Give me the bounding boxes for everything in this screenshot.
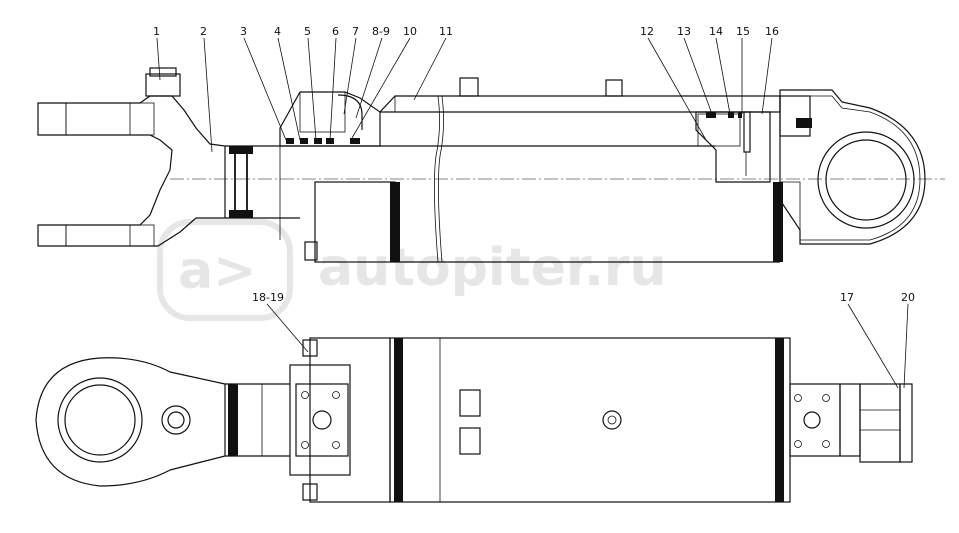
callout-10: 10	[403, 25, 417, 38]
callout-2: 2	[200, 25, 207, 38]
callout-16: 16	[765, 25, 779, 38]
barrel-exterior	[389, 337, 791, 503]
fork-upper-hatch-2	[129, 102, 155, 136]
fork-lower-hatch-2	[129, 224, 155, 247]
piston	[695, 111, 771, 183]
callout-7: 7	[352, 25, 359, 38]
rod-eye	[35, 357, 226, 487]
gland-head	[279, 91, 396, 263]
barrel-wall-hatch	[394, 95, 781, 113]
top-section-view	[37, 67, 945, 263]
callout-5: 5	[304, 25, 311, 38]
watermark-logo-frame	[157, 219, 293, 321]
watermark: a> autopiter.ru	[157, 219, 667, 321]
callout-12: 12	[640, 25, 654, 38]
callout-20: 20	[901, 291, 915, 304]
callout-labels: 1 2 3 4 5 6 7 8-9 10 11 12 13 14 15 16 1…	[153, 25, 915, 304]
callout-15: 15	[736, 25, 750, 38]
bottom-exterior-view	[35, 337, 913, 503]
watermark-text: autopiter.ru	[318, 238, 667, 298]
callout-4: 4	[274, 25, 281, 38]
callout-18-19: 18-19	[252, 291, 284, 304]
watermark-logo: a>	[178, 241, 257, 301]
piston-rod	[225, 145, 715, 219]
callout-1: 1	[153, 25, 160, 38]
callout-11: 11	[439, 25, 453, 38]
callout-6: 6	[332, 25, 339, 38]
fork-upper-hatch	[37, 102, 67, 136]
fork-lower-hatch	[37, 224, 67, 247]
callout-3: 3	[240, 25, 247, 38]
rear-eye	[779, 89, 926, 245]
rod-exterior	[225, 383, 290, 457]
cylinder-barrel	[379, 77, 783, 263]
callout-17: 17	[840, 291, 854, 304]
head-block	[289, 337, 391, 503]
rear-block	[789, 383, 913, 463]
callout-14: 14	[709, 25, 723, 38]
clevis-fork	[37, 95, 226, 247]
callout-13: 13	[677, 25, 691, 38]
grease-nipple	[145, 67, 181, 97]
callout-8-9: 8-9	[372, 25, 390, 38]
leader-lines	[156, 37, 909, 389]
